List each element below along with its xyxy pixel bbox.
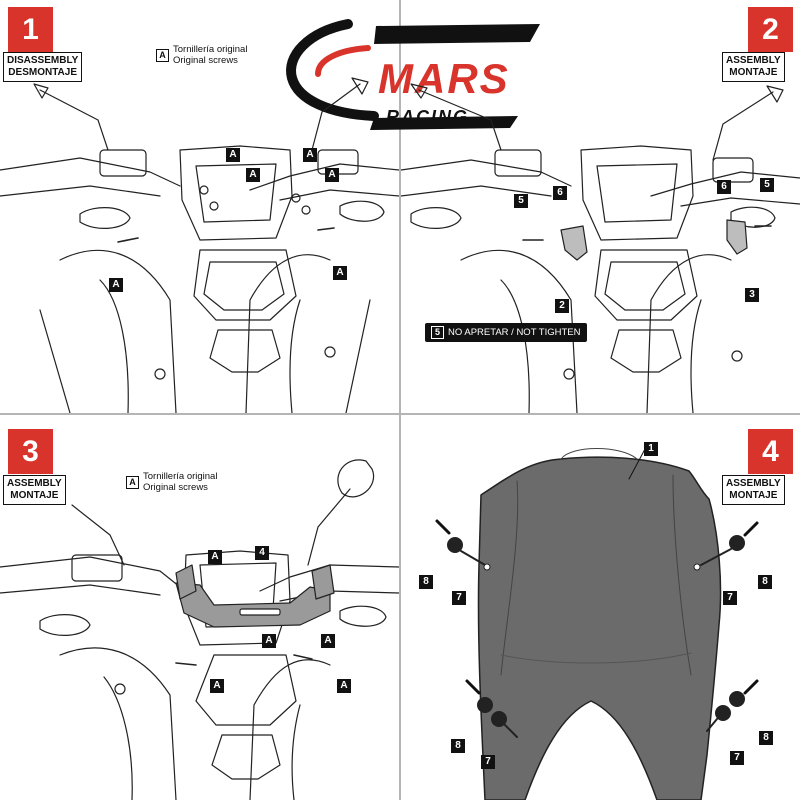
legend-line-es: Tornillería original [143, 471, 218, 482]
panel-divider-vertical [399, 0, 401, 800]
motorcycle-front-drawing [0, 459, 399, 800]
logo-swoosh-icon [286, 19, 540, 130]
callout-tag: 1 [644, 442, 658, 456]
legend-line-en: Original screws [143, 482, 208, 493]
brand-name: MARS [378, 55, 510, 102]
callout-tag: A [325, 168, 339, 182]
legend-line-es: Tornillería original [173, 44, 248, 55]
step-number: 2 [748, 7, 793, 52]
callout-tag: 8 [758, 575, 772, 589]
callout-tag: 8 [451, 739, 465, 753]
legend-not-tighten: 5 NO APRETAR / NOT TIGHTEN [425, 323, 587, 342]
step-number: 3 [8, 429, 53, 474]
brand-subtitle: RACING [386, 107, 469, 127]
panel-divider-horizontal [0, 413, 800, 415]
motorcycle-front-drawing [401, 83, 800, 413]
callout-tag: A [262, 634, 276, 648]
callout-tag: 7 [730, 751, 744, 765]
panel-step-4: 4 ASSEMBLY MONTAJE 1 8 7 7 8 8 7 7 8 [401, 415, 800, 800]
windscreen-drawing [435, 448, 759, 800]
callout-tag: 6 [717, 180, 731, 194]
step-title: ASSEMBLY [726, 478, 781, 489]
step-title: ASSEMBLY [7, 478, 62, 489]
step-subtitle: DESMONTAJE [8, 67, 78, 78]
legend-text: Tornillería original Original screws [173, 44, 247, 66]
legend-text: NO APRETAR / NOT TIGHTEN [448, 327, 581, 338]
callout-tag: 3 [745, 288, 759, 302]
motorcycle-front-drawing [0, 77, 399, 413]
callout-tag: A [208, 550, 222, 564]
callout-tag: 6 [553, 186, 567, 200]
step-title-box: ASSEMBLY MONTAJE [3, 475, 66, 505]
step-subtitle: MONTAJE [729, 67, 778, 78]
step-title-box: ASSEMBLY MONTAJE [722, 52, 785, 82]
step-title: ASSEMBLY [726, 55, 781, 66]
callout-tag: 7 [723, 591, 737, 605]
callout-tag: 2 [555, 299, 569, 313]
legend-text: Tornillería original Original screws [143, 471, 217, 493]
callout-tag: A [109, 278, 123, 292]
step-number: 1 [8, 7, 53, 52]
panel-step-3: 3 ASSEMBLY MONTAJE A Tornillería origina… [0, 415, 399, 800]
callout-tag: A [226, 148, 240, 162]
callout-tag: A [321, 634, 335, 648]
callout-tag: 5 [514, 194, 528, 208]
callout-tag: A [337, 679, 351, 693]
legend-original-screws: A Tornillería original Original screws [156, 44, 247, 66]
step-title-box: DISASSEMBLY DESMONTAJE [3, 52, 83, 82]
legend-line-en: Original screws [173, 55, 238, 66]
step-subtitle: MONTAJE [729, 490, 778, 501]
panel-step-1: 1 DISASSEMBLY DESMONTAJE A Tornillería o… [0, 0, 399, 413]
callout-tag: 5 [760, 178, 774, 192]
legend-key: A [126, 475, 139, 489]
step-number: 4 [748, 429, 793, 474]
callout-tag: 4 [255, 546, 269, 560]
callout-tag: 8 [759, 731, 773, 745]
callout-tag: 7 [452, 591, 466, 605]
brand-logo: MARS RACING [278, 16, 550, 134]
legend-key: A [156, 48, 169, 62]
step-title: DISASSEMBLY [7, 55, 79, 66]
panel-step-2: 2 ASSEMBLY MONTAJE 5 6 6 5 2 3 5 NO APRE… [401, 0, 800, 413]
callout-tag: 8 [419, 575, 433, 589]
callout-tag: A [303, 148, 317, 162]
callout-tag: A [333, 266, 347, 280]
step-title-box: ASSEMBLY MONTAJE [722, 475, 785, 505]
step-subtitle: MONTAJE [10, 490, 59, 501]
legend-key: 5 [431, 326, 444, 339]
callout-tag: A [210, 679, 224, 693]
legend-original-screws: A Tornillería original Original screws [126, 471, 217, 493]
callout-tag: A [246, 168, 260, 182]
callout-tag: 7 [481, 755, 495, 769]
